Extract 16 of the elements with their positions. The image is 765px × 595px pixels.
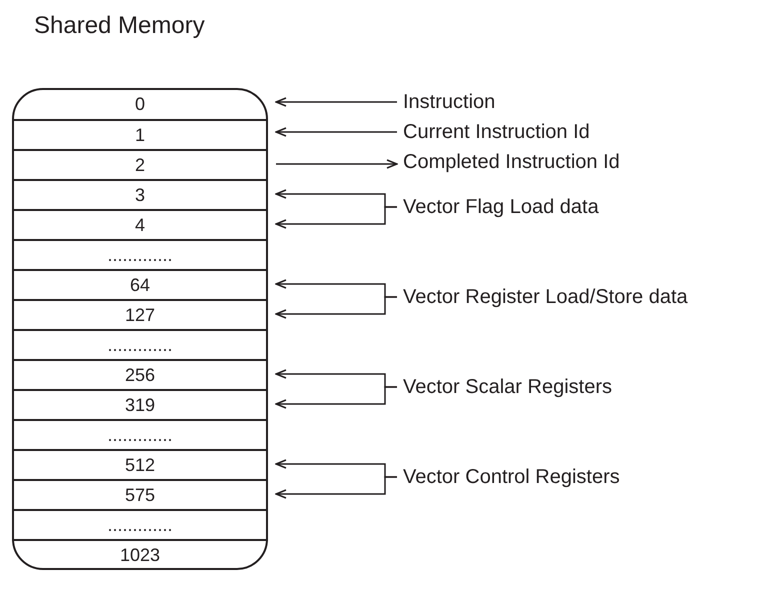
arrow [275, 476, 397, 499]
arrow [275, 296, 397, 319]
arrow [276, 159, 398, 169]
arrow [275, 386, 397, 409]
memory-label: Vector Scalar Registers [403, 375, 612, 399]
memory-label: Vector Flag Load data [403, 195, 599, 219]
arrow [275, 97, 397, 107]
arrow [275, 206, 397, 229]
memory-label: Vector Register Load/Store data [403, 285, 688, 309]
memory-label: Completed Instruction Id [403, 150, 620, 174]
diagram-title: Shared Memory [34, 12, 205, 40]
memory-label: Instruction [403, 90, 496, 114]
memory-block [12, 88, 268, 570]
memory-label: Current Instruction Id [403, 120, 590, 144]
memory-label: Vector Control Registers [403, 465, 620, 489]
arrow [275, 127, 397, 137]
